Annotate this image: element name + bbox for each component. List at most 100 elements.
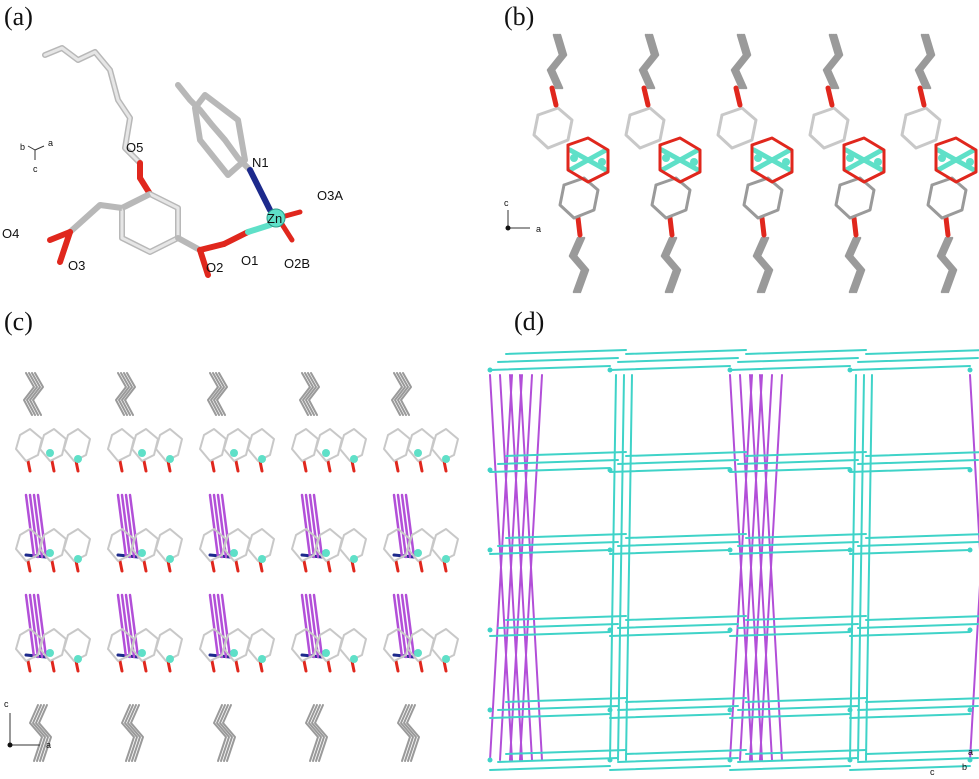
cyan-connector [849, 631, 971, 637]
ether-oxygen-up [917, 85, 927, 108]
alkyl-chain-down [848, 236, 864, 294]
ether-oxygen-down [759, 215, 767, 238]
topology-node [607, 467, 613, 473]
alkyl-chain-top [32, 372, 44, 416]
cyan-connector [737, 541, 859, 547]
cyan-connector [617, 757, 739, 763]
ether-oxygen-down [851, 215, 859, 238]
topology-node [607, 707, 613, 713]
topology-node [727, 757, 733, 763]
cyan-connector [729, 631, 851, 637]
ligand-ring [39, 428, 67, 462]
alkyl-chain-down [938, 236, 954, 294]
pillar-linker [24, 593, 36, 659]
alkyl-chain-top [118, 372, 130, 416]
alkyl-chain-top [216, 372, 228, 416]
pink-pillar [739, 374, 763, 761]
zinc-atom [754, 154, 762, 162]
alkyl-chain-up [550, 33, 566, 90]
carboxylate-oxygen [258, 659, 264, 673]
cyan-vertical [849, 374, 857, 761]
pillar-linker [28, 493, 40, 559]
axis-label-a-c: a [46, 740, 51, 750]
ligand-ring [199, 528, 227, 562]
topology-node [967, 547, 973, 553]
topology-node [727, 547, 733, 553]
cyan-connector [745, 451, 867, 457]
zinc-node [350, 455, 358, 463]
zinc-node [46, 449, 54, 457]
ligand-ring [15, 528, 43, 562]
cyan-connector [505, 349, 627, 355]
topology-node [967, 757, 973, 763]
alkyl-chain-top [397, 372, 409, 416]
topology-node [847, 367, 853, 373]
alkyl-chain-bottom [400, 704, 414, 762]
cyan-connector [745, 349, 867, 355]
pillar-linker [220, 493, 232, 559]
cyan-connector [497, 459, 619, 465]
alkyl-chain-top [391, 372, 403, 416]
ligand-ring [15, 628, 43, 662]
carboxylate-oxygen [326, 559, 332, 573]
ligand-ring [383, 528, 411, 562]
alkyl-chain-top [394, 372, 406, 416]
carboxylate-oxygen [74, 559, 80, 573]
cyan-connector [625, 533, 747, 539]
zinc-node [138, 549, 146, 557]
zinc-node [414, 449, 422, 457]
alkyl-chain-bottom [222, 704, 236, 762]
topology-net-d: a c b [487, 349, 979, 777]
alkyl-chain-down [850, 236, 866, 294]
ligand-ring [107, 628, 135, 662]
ligand-ring [383, 628, 411, 662]
cyan-connector [745, 533, 867, 539]
zinc-node [322, 649, 330, 657]
zinc-node [442, 555, 450, 563]
cyan-vertical [865, 374, 873, 761]
carboxylate-oxygen [326, 659, 332, 673]
zinc-node [166, 655, 174, 663]
alkyl-chain-top [302, 372, 314, 416]
alkyl-chain-down [754, 236, 770, 294]
zinc-node [258, 555, 266, 563]
zinc-atom [966, 158, 974, 166]
zinc-node [322, 449, 330, 457]
alkyl-chain-down [940, 236, 956, 294]
cyan-connector [857, 541, 979, 547]
ring-top [532, 106, 574, 150]
zinc-atom [938, 154, 946, 162]
zinc-atom [598, 158, 606, 166]
zinc-node [46, 649, 54, 657]
alkyl-chain-bottom [127, 704, 141, 762]
carboxylate-oxygen [118, 659, 124, 673]
alkyl-chain-up [920, 33, 936, 90]
atom-label-o1: O1 [241, 253, 258, 268]
alkyl-chain-top [305, 372, 317, 416]
ring-top [900, 106, 942, 150]
cyan-connector [505, 697, 627, 703]
cyan-connector [849, 467, 971, 473]
zinc-atom [662, 154, 670, 162]
cyan-connector [729, 765, 851, 771]
carboxylate-oxygen [302, 459, 308, 473]
topology-node [847, 757, 853, 763]
cyan-connector [857, 459, 979, 465]
ligand-ring [223, 428, 251, 462]
alkyl-chain-bottom [308, 704, 322, 762]
alkyl-chain-down [756, 236, 772, 294]
pillar-linker [116, 493, 128, 559]
alkyl-chain-up [640, 33, 656, 90]
cyan-connector [489, 765, 611, 771]
alkyl-chain-bottom [216, 704, 230, 762]
atom-label-o2: O2 [206, 260, 223, 275]
alkyl-chain-up [546, 33, 562, 90]
cyan-connector [505, 615, 627, 621]
alkyl-chain-top [26, 372, 38, 416]
cyan-connector [609, 549, 731, 555]
atom-label-o5: O5 [126, 140, 143, 155]
cyan-connector [489, 365, 611, 371]
ligand-ring [407, 428, 435, 462]
cyan-connector [865, 615, 979, 621]
pillar-linker [116, 593, 128, 659]
